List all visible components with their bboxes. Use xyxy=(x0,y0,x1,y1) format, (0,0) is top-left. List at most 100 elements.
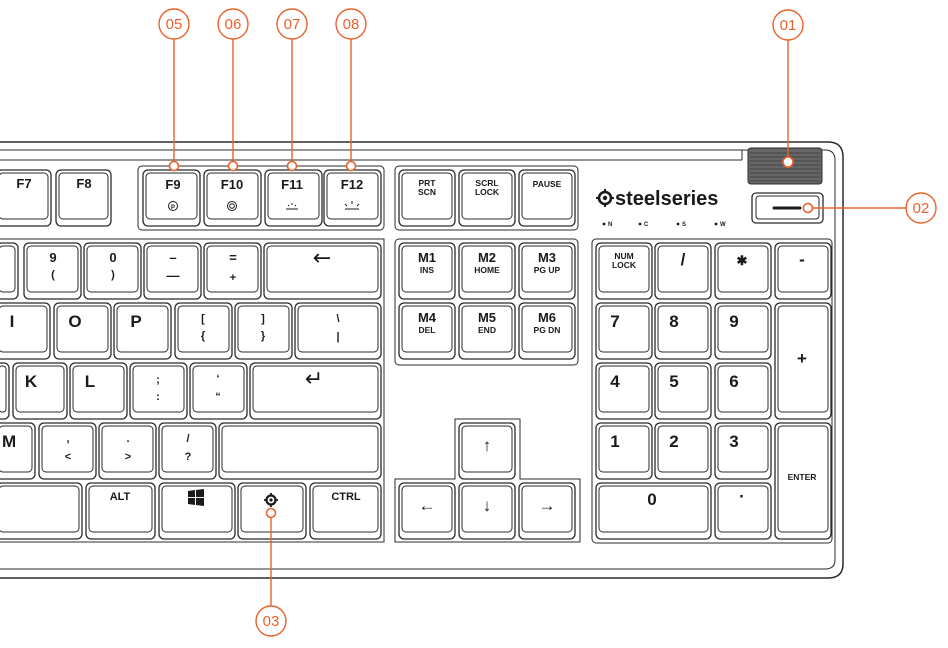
key-m3-pgup[interactable]: M3 PG UP xyxy=(518,242,576,300)
key-label: 8 xyxy=(669,312,678,331)
key-numpad-subtract[interactable]: - xyxy=(774,242,832,300)
key-m[interactable]: M xyxy=(0,422,36,480)
key-right-bracket[interactable]: ] } xyxy=(234,302,293,360)
key-sublabel: ) xyxy=(111,269,115,281)
key-label: F12 xyxy=(341,177,363,192)
key-num-lock[interactable]: NUM LOCK xyxy=(595,242,653,300)
key-label: [ xyxy=(201,313,205,325)
key-m6-pgdn[interactable]: M6 PG DN xyxy=(518,302,576,360)
callout-label: 06 xyxy=(225,16,242,33)
key-f9[interactable]: F9 P xyxy=(142,169,201,227)
indicator-dot xyxy=(676,222,680,226)
key-right-alt[interactable]: ALT xyxy=(85,482,156,540)
key-l[interactable]: L xyxy=(69,362,128,420)
key-numpad-divide[interactable]: / xyxy=(654,242,712,300)
key-space[interactable] xyxy=(0,482,83,540)
key-label: 5 xyxy=(669,372,678,391)
key-numpad-6[interactable]: 6 xyxy=(714,362,772,420)
key-f10[interactable]: F10 xyxy=(203,169,262,227)
key-sublabel: + xyxy=(230,272,236,284)
key-backslash[interactable]: \ | xyxy=(294,302,382,360)
key-semicolon[interactable]: ; : xyxy=(129,362,188,420)
key-j-partial[interactable] xyxy=(0,362,10,420)
key-arrow-down[interactable]: ↓ xyxy=(458,482,516,540)
key-quote[interactable]: ‘ “ xyxy=(189,362,248,420)
key-f12[interactable]: F12 xyxy=(323,169,382,227)
key-i[interactable]: I xyxy=(0,302,51,360)
key-numpad-3[interactable]: 3 xyxy=(714,422,772,480)
key-label: PAUSE xyxy=(533,179,562,189)
key-label: ALT xyxy=(110,491,131,503)
key-m4-del[interactable]: M4 DEL xyxy=(398,302,456,360)
key-numpad-8[interactable]: 8 xyxy=(654,302,712,360)
key-label: . xyxy=(126,433,129,445)
key-numpad-9[interactable]: 9 xyxy=(714,302,772,360)
key-f7[interactable]: F7 xyxy=(0,169,52,227)
key-numpad-7[interactable]: 7 xyxy=(595,302,653,360)
callout-label: 05 xyxy=(166,16,183,33)
key-enter[interactable]: ↵ xyxy=(249,362,382,420)
key-sublabel: : xyxy=(156,391,160,403)
key-8-partial[interactable] xyxy=(0,242,19,300)
key-label: F7 xyxy=(16,176,31,191)
key-label: + xyxy=(797,349,807,368)
key-9[interactable]: 9 ( xyxy=(23,242,82,300)
key-period[interactable]: . > xyxy=(98,422,157,480)
key-numpad-decimal[interactable]: · xyxy=(714,482,772,540)
key-label: K xyxy=(25,372,38,391)
key-windows[interactable] xyxy=(158,482,236,540)
key-pause[interactable]: PAUSE xyxy=(518,169,576,227)
key-sublabel: ? xyxy=(185,451,192,463)
key-slash[interactable]: / ? xyxy=(158,422,217,480)
callout-label: 08 xyxy=(343,16,360,33)
callout-label: 03 xyxy=(263,613,280,630)
system-key-group-frame xyxy=(394,165,579,231)
key-label: M6 xyxy=(538,310,556,325)
key-0[interactable]: 0 ) xyxy=(83,242,142,300)
key-right-shift[interactable] xyxy=(218,422,382,480)
key-m1-ins[interactable]: M1 INS xyxy=(398,242,456,300)
key-minus[interactable]: – — xyxy=(143,242,202,300)
key-arrow-left[interactable]: ← xyxy=(398,482,456,540)
key-numpad-0[interactable]: 0 xyxy=(595,482,712,540)
key-label: ; xyxy=(156,374,160,386)
callout-label: 07 xyxy=(284,16,301,33)
key-label: F10 xyxy=(221,177,243,192)
key-label: 3 xyxy=(729,432,738,451)
key-print-screen[interactable]: PRT SCN xyxy=(398,169,456,227)
key-k[interactable]: K xyxy=(12,362,68,420)
indicator-dot xyxy=(602,222,606,226)
key-arrow-right[interactable]: → xyxy=(518,482,576,540)
key-numpad-5[interactable]: 5 xyxy=(654,362,712,420)
key-f8[interactable]: F8 xyxy=(55,169,112,227)
key-numpad-1[interactable]: 1 xyxy=(595,422,653,480)
key-numpad-enter[interactable]: ENTER xyxy=(774,422,832,540)
callout-08: 08 xyxy=(335,8,367,172)
key-numpad-add[interactable]: + xyxy=(774,302,832,420)
profile-icon-label: P xyxy=(171,205,175,211)
key-backspace[interactable]: ← xyxy=(263,242,382,300)
key-m2-home[interactable]: M2 HOME xyxy=(458,242,516,300)
key-f11[interactable]: F11 xyxy=(264,169,323,227)
key-label: \ xyxy=(336,313,339,325)
key-scroll-lock[interactable]: SCRL LOCK xyxy=(458,169,516,227)
key-numpad-2[interactable]: 2 xyxy=(654,422,712,480)
key-label: SCRL xyxy=(475,178,498,188)
key-right-ctrl[interactable]: CTRL xyxy=(309,482,382,540)
key-equal[interactable]: = + xyxy=(203,242,262,300)
fkey-group-frame xyxy=(137,165,385,231)
key-label: ] xyxy=(261,313,265,325)
key-comma[interactable]: , < xyxy=(38,422,97,480)
key-o[interactable]: O xyxy=(53,302,112,360)
key-sublabel: LOCK xyxy=(475,187,500,197)
key-arrow-up[interactable]: ↑ xyxy=(458,422,516,480)
callout-03: 03 xyxy=(255,507,287,637)
key-left-bracket[interactable]: [ { xyxy=(174,302,233,360)
key-sublabel: — xyxy=(167,268,180,283)
backspace-arrow-icon: ← xyxy=(313,246,331,271)
key-numpad-4[interactable]: 4 xyxy=(595,362,653,420)
key-numpad-multiply[interactable]: ✱ xyxy=(714,242,772,300)
key-p[interactable]: P xyxy=(113,302,172,360)
key-sublabel: SCN xyxy=(418,187,436,197)
key-m5-end[interactable]: M5 END xyxy=(458,302,516,360)
